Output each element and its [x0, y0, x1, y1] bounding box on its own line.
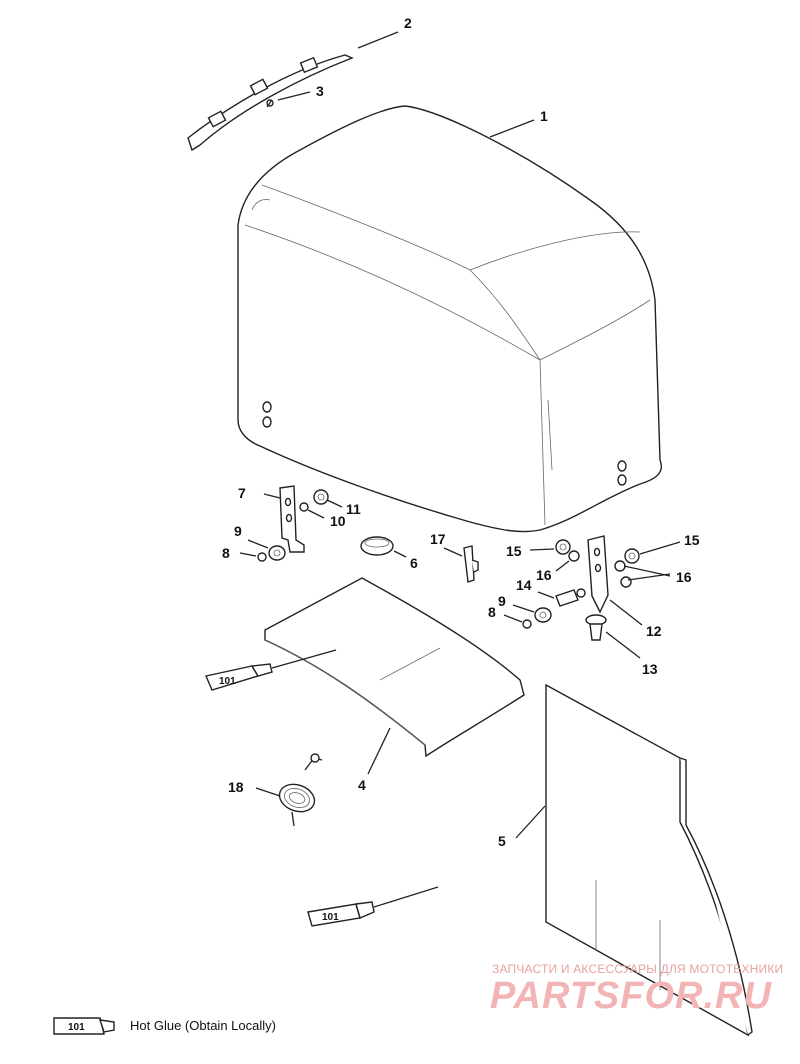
right-latch-bracket-part	[587, 535, 609, 614]
side-panel-part	[545, 683, 753, 1037]
callout-8-right: 8	[488, 604, 496, 620]
callout-2: 2	[404, 15, 412, 31]
glue-tube-lower: 101	[307, 886, 439, 927]
legend-glue-tube-icon: 101	[53, 1017, 115, 1035]
callout-7: 7	[238, 485, 246, 501]
nut-11-part	[313, 489, 329, 505]
callout-15-left: 15	[506, 543, 522, 559]
glue-tube-upper-label: 101	[219, 676, 236, 687]
glue-tube-upper: 101	[205, 649, 337, 691]
grommet-part	[360, 536, 394, 556]
callout-3: 3	[316, 83, 324, 99]
leader-lines	[239, 31, 681, 839]
legend-tube-label: 101	[68, 1022, 85, 1033]
top-trim-part	[187, 54, 354, 152]
callout-12: 12	[646, 623, 662, 639]
callout-4: 4	[358, 777, 366, 793]
washer-8-right-part	[522, 619, 532, 629]
seal-pad-part	[264, 577, 525, 758]
left-latch-bracket-part	[279, 485, 305, 553]
bushing-9-left-part	[268, 545, 286, 561]
callout-5: 5	[498, 833, 506, 849]
callout-8-left: 8	[222, 545, 230, 561]
callout-9-right: 9	[498, 593, 506, 609]
legend-text: Hot Glue (Obtain Locally)	[130, 1018, 276, 1033]
callout-17: 17	[430, 531, 446, 547]
callout-18: 18	[228, 779, 244, 795]
cowl-part	[237, 105, 663, 533]
washer-8-left-part	[257, 552, 267, 562]
callout-13: 13	[642, 661, 658, 677]
callout-labels: 2 3 1 7 11 10 9 8 6 17 15 15 16 16 14 9 …	[222, 15, 700, 849]
wire-harness-part	[278, 753, 323, 827]
glue-tube-lower-label: 101	[322, 912, 339, 923]
bushing-9-right-part	[534, 607, 552, 623]
washer-10-part	[299, 502, 309, 512]
nut-15-left-part	[555, 539, 571, 555]
screw-part	[266, 99, 274, 108]
callout-16-left: 16	[536, 567, 552, 583]
nut-15-right-part	[624, 548, 640, 564]
callout-9-left: 9	[234, 523, 242, 539]
stud-14-part	[555, 588, 586, 607]
washer-16-left-part	[568, 550, 580, 562]
plunger-13-part	[585, 614, 607, 641]
washer-16-right-part	[614, 560, 632, 588]
watermark-subtitle: ЗАПЧАСТИ И АКСЕССУАРЫ ДЛЯ МОТОТЕХНИКИ	[492, 962, 784, 976]
callout-16-right: 16	[676, 569, 692, 585]
clip-17-part	[463, 545, 479, 583]
callout-6: 6	[410, 555, 418, 571]
callout-11: 11	[346, 501, 361, 517]
watermark-brand: PARTSFOR.RU	[490, 975, 772, 1017]
callout-15-right: 15	[684, 532, 700, 548]
callout-14: 14	[516, 577, 532, 593]
callout-10: 10	[330, 513, 346, 529]
callout-1: 1	[540, 108, 548, 124]
